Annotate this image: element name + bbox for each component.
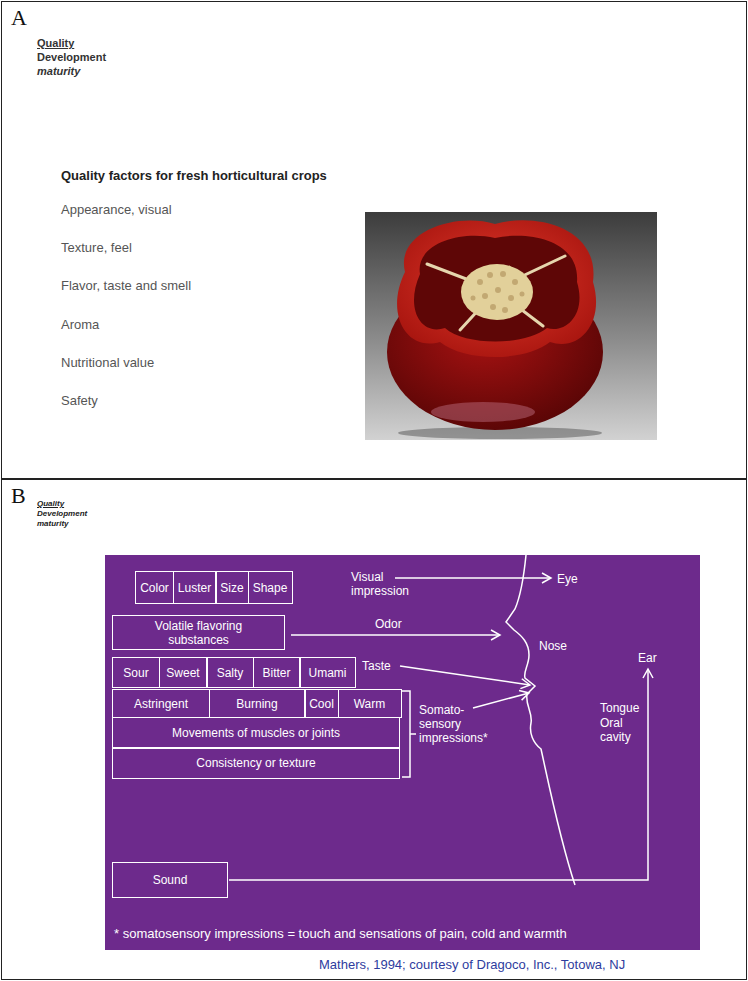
- slide-header: maturity: [37, 65, 80, 78]
- list-item: Nutritional value: [61, 355, 154, 371]
- visual-arrow: [395, 577, 551, 579]
- stimulus-box: Color: [135, 571, 174, 604]
- footnote: * somatosensory impressions = touch and …: [114, 926, 709, 942]
- arrow-label: Visual impression: [351, 570, 423, 598]
- panel-letter: A: [11, 5, 27, 31]
- stimulus-box: Luster: [173, 571, 217, 604]
- face-profile: [506, 555, 575, 885]
- list-item: Flavor, taste and smell: [61, 278, 191, 294]
- sensory-diagram-art: [105, 555, 700, 950]
- organ-label: Oral cavity: [600, 716, 640, 744]
- box-label: Bitter: [262, 666, 290, 680]
- organ-label: Tongue: [600, 701, 639, 715]
- stimulus-box: Bitter: [253, 657, 301, 688]
- stimulus-box: Consistency or texture: [112, 747, 400, 779]
- source-caption: Mathers, 1994; courtesy of Dragoco, Inc.…: [319, 957, 625, 973]
- organ-label: Nose: [539, 639, 567, 653]
- somatosensory-arrow: [473, 693, 529, 708]
- stimulus-box: Sweet: [159, 657, 208, 688]
- slide-header: Quality: [37, 37, 74, 50]
- arrow-label: Odor: [375, 617, 402, 631]
- stimulus-box: Size: [215, 571, 249, 604]
- organ-label: Eye: [557, 572, 578, 586]
- list-item: Texture, feel: [61, 240, 132, 256]
- slide-header: Development: [37, 509, 87, 519]
- box-label: Volatile flavoring substances: [139, 619, 259, 647]
- organ-label: Ear: [638, 651, 657, 665]
- arrow-label: Somato-sensory impressions*: [419, 703, 493, 745]
- slide-header: maturity: [37, 65, 80, 78]
- list-item: Appearance, visual: [61, 202, 172, 218]
- list-item: Safety: [61, 393, 98, 409]
- stimulus-box: Cool: [304, 689, 339, 718]
- sensory-band: Color Luster Size ShapeVolatile flavoring s…: [105, 555, 700, 950]
- list-item: Flavor, taste and smell: [61, 278, 191, 294]
- stimulus-box: Sour: [112, 657, 160, 688]
- sound-arrow: [229, 669, 648, 880]
- stimulus-box: Volatile flavoring substances: [112, 615, 285, 650]
- list-item: Aroma: [61, 317, 99, 333]
- list-heading: Quality factors for fresh horticultural …: [61, 168, 327, 184]
- box-label: Salty: [217, 666, 244, 680]
- arrow-label: Taste: [362, 659, 391, 673]
- box-label: Movements of muscles or joints: [172, 726, 340, 740]
- stimulus-box: Umami: [299, 657, 356, 688]
- slide-header: Quality: [37, 499, 64, 509]
- box-label: Cool: [309, 697, 334, 711]
- box-label: Umami: [309, 666, 347, 680]
- slide-header: Development: [37, 509, 87, 519]
- figure-panel: Color Luster Size ShapeVolatile flavoring s…: [1, 479, 747, 980]
- organ-label: Tongue: [600, 701, 639, 715]
- box-label: Color: [140, 581, 169, 595]
- box-label: Burning: [236, 697, 277, 711]
- organ-label: Nose: [539, 639, 567, 653]
- list-item: Aroma: [61, 317, 99, 333]
- box-label: Warm: [354, 697, 386, 711]
- slide-header: maturity: [37, 519, 69, 529]
- slide-header: Development: [37, 51, 106, 64]
- box-label: Sweet: [166, 666, 199, 680]
- organ-label: Eye: [557, 572, 578, 586]
- box-label: Size: [220, 581, 243, 595]
- source-caption: Mathers, 1994; courtesy of Dragoco, Inc.…: [319, 957, 625, 973]
- stimulus-box: Salty: [206, 657, 254, 688]
- odor-arrow: [291, 634, 500, 636]
- list-item: Texture, feel: [61, 240, 132, 256]
- figure-panel: A QualityDevelopmentmaturityQuality facto…: [1, 1, 747, 479]
- slide-header: Quality: [37, 499, 64, 509]
- slide-header: Development: [37, 51, 106, 64]
- stimulus-box: Astringent: [112, 689, 210, 718]
- stimulus-box: Warm: [338, 689, 402, 718]
- list-item: Appearance, visual: [61, 202, 172, 218]
- box-label: Luster: [178, 581, 211, 595]
- stimulus-box: Burning: [209, 689, 306, 718]
- pepper-photo: [365, 212, 657, 440]
- slide-header: maturity: [37, 519, 69, 529]
- arrow-label: Visual impression: [351, 570, 423, 598]
- slide-header: Quality: [37, 37, 74, 50]
- arrow-label: Taste: [362, 659, 391, 673]
- list-item: Safety: [61, 393, 98, 409]
- box-label: Consistency or texture: [196, 756, 315, 770]
- taste-arrow: [400, 666, 530, 685]
- list-item: Nutritional value: [61, 355, 154, 371]
- organ-label: Ear: [638, 651, 657, 665]
- organ-label: Oral cavity: [600, 716, 640, 744]
- arrow-label: Odor: [375, 617, 402, 631]
- arrow-label: Somato-sensory impressions*: [419, 703, 493, 745]
- stimulus-box: Sound: [112, 862, 228, 898]
- bracket: [402, 691, 416, 777]
- box-label: Sound: [153, 873, 188, 887]
- stimulus-box: Shape: [248, 571, 293, 604]
- box-label: Sour: [123, 666, 148, 680]
- box-label: Astringent: [134, 697, 188, 711]
- list-heading: Quality factors for fresh horticultural …: [61, 168, 327, 184]
- stimulus-box: Movements of muscles or joints: [112, 717, 400, 749]
- box-label: Shape: [253, 581, 288, 595]
- panel-letter: B: [11, 483, 26, 509]
